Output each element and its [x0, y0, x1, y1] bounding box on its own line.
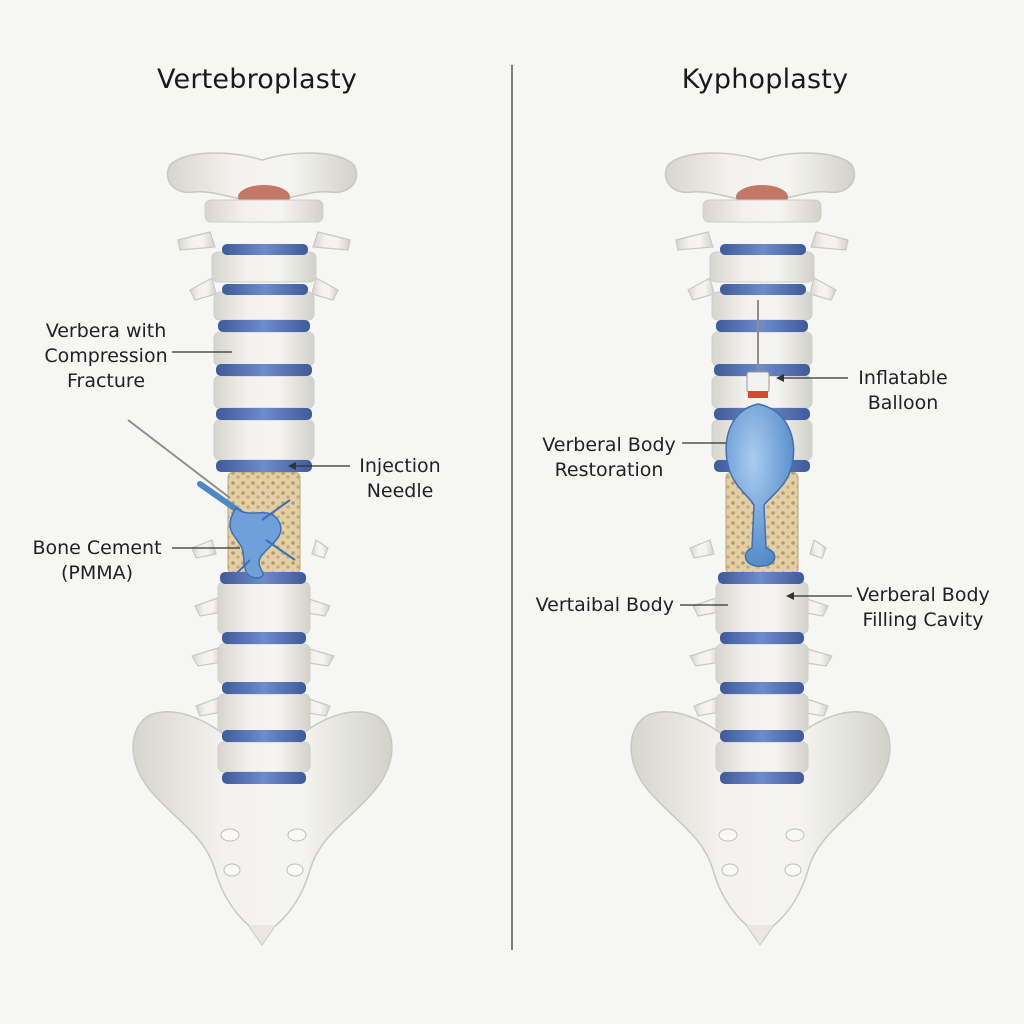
left-bone-cement — [229, 506, 282, 579]
label-fracture: Verbera with Compression Fracture — [44, 320, 168, 392]
label-injection-needle: Injection Needle — [359, 455, 441, 502]
left-title: Vertebroplasty — [156, 64, 358, 95]
label-vertebral-body: Vertaibal Body — [535, 594, 674, 616]
right-inflatable-balloon — [725, 403, 795, 567]
right-sacrum — [630, 711, 891, 936]
left-sacrum — [132, 711, 393, 936]
label-body-restoration: Verberal Body Restoration — [542, 434, 676, 481]
right-balloon-connector — [746, 371, 770, 393]
label-inflatable-balloon: Inflatable Balloon — [858, 367, 948, 414]
right-atlas — [664, 152, 856, 203]
label-bone-cement: Bone Cement (PMMA) — [32, 537, 162, 584]
left-spine — [127, 152, 393, 946]
right-title: Kyphoplasty — [681, 64, 849, 95]
left-atlas — [166, 152, 358, 203]
left-injection-needle — [127, 419, 231, 499]
label-filling-cavity: Verberal Body Filling Cavity — [856, 584, 990, 631]
right-spine — [630, 152, 891, 946]
